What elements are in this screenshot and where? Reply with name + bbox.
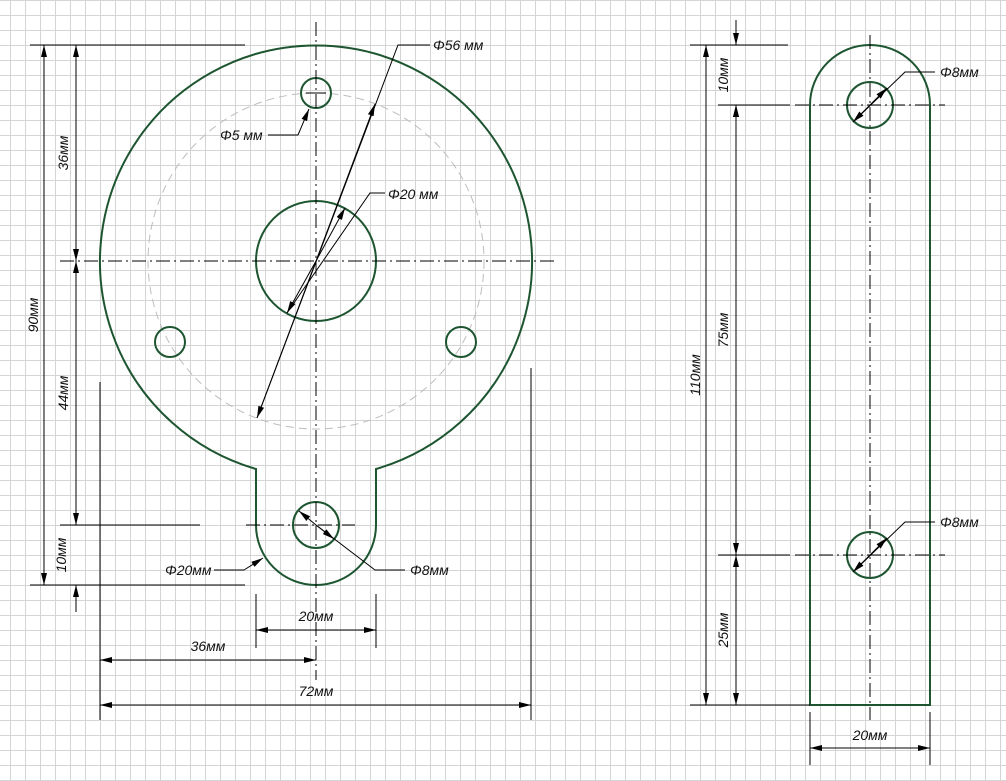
dim-label-44: 44мм: [55, 375, 71, 410]
label-bottom-hole-dia: Φ8мм: [940, 514, 979, 530]
leader-bottom-hole-arrow: [869, 537, 888, 556]
dim-label-72: 72мм: [299, 683, 334, 699]
label-pcd-dia: Φ56 мм: [433, 37, 484, 53]
dim-label-20-bar: 20мм: [852, 727, 888, 743]
label-small-hole-dia: Φ5 мм: [220, 127, 263, 143]
leader-tab-hole-arrow: [298, 510, 317, 526]
leader-tab-hole-arrow: [315, 524, 335, 540]
label-top-hole-dia: Φ8мм: [940, 64, 979, 80]
dim-label-90: 90мм: [25, 297, 41, 332]
leader-top-hole: [852, 71, 935, 123]
dim-label-75: 75мм: [715, 312, 731, 347]
leader-center-hole: [286, 192, 385, 314]
leader-center-hole-arrow: [286, 260, 317, 314]
leader-top-hole-arrow: [852, 104, 871, 123]
mount-hole-right: [445, 326, 477, 358]
label-tab-hole-dia: Φ8мм: [410, 562, 449, 578]
leader-tab-radius-arrow: [243, 557, 264, 571]
link-bar-outline: [809, 44, 931, 706]
leader-pcd-arrow: [256, 260, 317, 419]
leader-bottom-hole: [852, 521, 935, 573]
leader-center-hole-arrow: [315, 207, 346, 262]
label-center-hole-dia: Φ20 мм: [388, 186, 439, 202]
left-view: 90мм 36мм 44мм 10мм 20мм 36мм 72мм Φ56 м…: [25, 22, 555, 720]
leader-small-hole-arrow: [297, 108, 310, 136]
leader-bottom-hole-arrow: [852, 554, 871, 573]
mount-hole-left: [154, 326, 186, 358]
right-view: 110мм 10мм 75мм 25мм 20мм Φ8мм Φ8мм: [687, 20, 979, 765]
pitch-circle: [147, 92, 485, 430]
dim-label-10: 10мм: [53, 537, 69, 572]
dim-label-36-horizontal: 36мм: [191, 638, 226, 654]
dim-label-10-right: 10мм: [715, 57, 731, 92]
dim-label-20-tab: 20мм: [298, 608, 334, 624]
dim-label-25: 25мм: [715, 612, 731, 648]
label-tab-radius-dia: Φ20мм: [165, 562, 212, 578]
leader-tab-hole: [315, 524, 405, 571]
dim-label-110: 110мм: [687, 354, 703, 396]
leader-pcd-arrow: [315, 103, 376, 262]
flange-outline: [99, 44, 533, 586]
leader-top-hole-arrow: [869, 87, 888, 106]
dim-label-36-vertical: 36мм: [55, 135, 71, 170]
